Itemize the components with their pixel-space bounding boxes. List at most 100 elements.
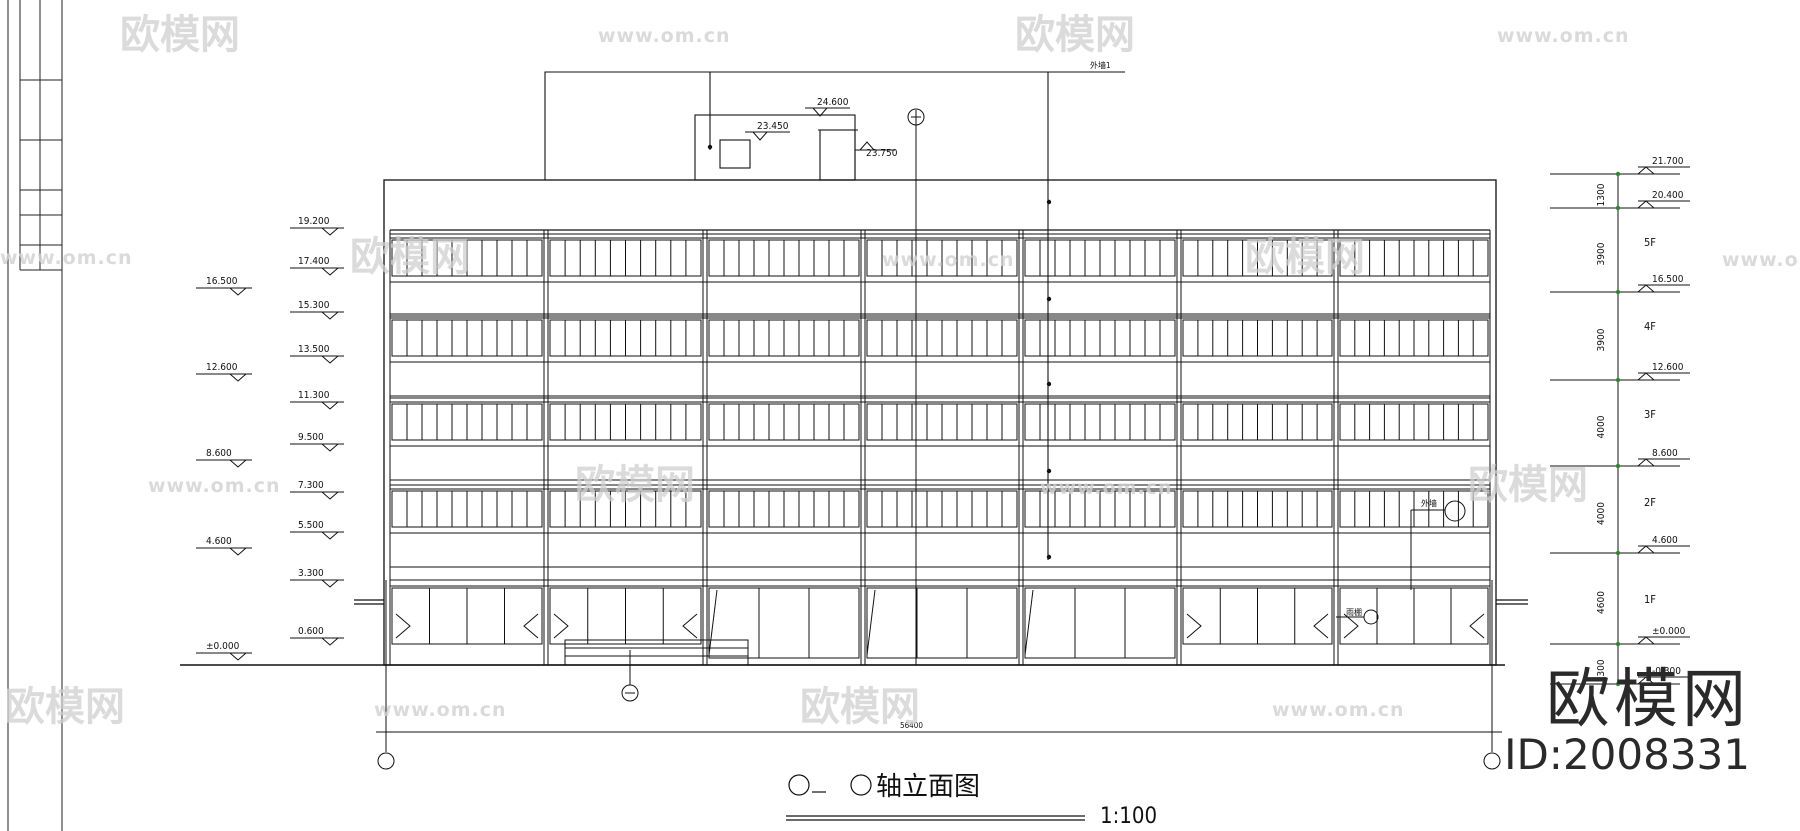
watermark-url: www.om.cn: [1272, 699, 1405, 721]
dimension-label: 4000: [1596, 502, 1607, 525]
drainpipe-marker: [1046, 381, 1052, 387]
left-level-outer: 8.600: [196, 448, 252, 468]
watermark-brand: 欧模网: [575, 462, 695, 508]
floor-label: 4F: [1644, 320, 1656, 333]
level-label: 11.300: [298, 390, 330, 401]
title-block-strip: [7, 0, 63, 831]
dimension-label: 4600: [1596, 591, 1607, 614]
watermark-url: www.om.cn: [1722, 249, 1800, 271]
level-label: 8.600: [206, 448, 232, 459]
door-swing-mark: [523, 613, 539, 639]
level-triangle: [1637, 200, 1655, 209]
left-level-inner: 7.300: [290, 480, 344, 500]
total-dimension: 56400: [900, 721, 923, 730]
brand-logo-text: 欧模网: [1546, 663, 1750, 737]
facade-grid: [389, 144, 1491, 666]
level-triangle: [321, 443, 339, 452]
watermark-url: www.om.cn: [1497, 25, 1630, 47]
watermark-url: www.om.cn: [0, 247, 133, 269]
left-level-outer: ±0.000: [196, 641, 252, 661]
floor-label: 1F: [1644, 593, 1656, 606]
dimension-tick: [1615, 171, 1621, 177]
left-level-inner: 3.300: [290, 568, 344, 588]
level-label: 0.600: [298, 626, 324, 637]
left-level-column-inner: 19.20017.40015.30013.50011.3009.5007.300…: [290, 216, 344, 646]
level-stair-roof: 23.450: [757, 121, 789, 132]
drainpipe-marker: [1046, 554, 1052, 560]
level-label: 17.400: [298, 256, 330, 267]
level-label: 4.600: [206, 536, 232, 547]
drainpipe-marker: [1046, 468, 1052, 474]
drawing-scale: 1:100: [1100, 804, 1157, 829]
floor-label: 3F: [1644, 408, 1656, 421]
dimension-label: 3900: [1596, 328, 1607, 351]
left-level-inner: 11.300: [290, 390, 344, 410]
right-level-column: 21.70020.40016.50012.6008.6004.600±0.000…: [1550, 156, 1690, 687]
left-level-inner: 5.500: [290, 520, 344, 540]
left-level-inner: 15.300: [290, 300, 344, 320]
dimension-label: 3900: [1596, 242, 1607, 265]
level-label: 16.500: [206, 276, 238, 287]
watermark-brand: 欧模网: [1468, 462, 1588, 508]
dimension-tick: [1615, 681, 1621, 687]
drawing-title: 轴立面图: [876, 772, 980, 802]
left-level-column-outer: 16.500 12.600 8.600 4.600 ±0.000: [196, 276, 252, 661]
level-label: 7.300: [298, 480, 324, 491]
watermark-brand: 欧模网: [1015, 12, 1135, 58]
entrance-frame: [708, 587, 860, 659]
watermark-url: www.om.cn: [598, 25, 731, 47]
level-label: 16.500: [1652, 274, 1684, 285]
canopy-slope: [708, 589, 718, 656]
level-triangle: [321, 491, 339, 500]
level-triangle: [1637, 458, 1655, 467]
level-label: ±0.000: [1652, 626, 1686, 637]
drawing-title-markers: [786, 774, 1085, 821]
entrance-steps: [564, 639, 749, 666]
level-triangle: [1637, 545, 1655, 554]
callout-canopy: 雨棚: [1346, 607, 1362, 617]
canopy-slope: [866, 589, 876, 656]
entrance-frame: [866, 587, 1018, 659]
level-triangle: [321, 267, 339, 276]
door-swing-mark: [682, 613, 698, 639]
level-triangle: [321, 531, 339, 540]
level-label: 12.600: [206, 362, 238, 373]
dimension-tick: [1615, 377, 1621, 383]
dimension-tick: [1615, 289, 1621, 295]
level-label: 20.400: [1652, 190, 1684, 201]
level-tank-roof: 23.750: [866, 148, 898, 159]
watermark-url: www.om.cn: [882, 249, 1015, 271]
level-triangle: [321, 355, 339, 364]
level-label: 4.600: [1652, 535, 1678, 546]
building-outline: [354, 179, 1528, 666]
left-level-inner: 13.500: [290, 344, 344, 364]
level-label: -0.300: [1652, 666, 1681, 677]
level-triangle: [229, 287, 247, 296]
level-triangle: [229, 652, 247, 661]
canopy-slope: [1024, 589, 1034, 656]
watermark-brand: 欧模网: [120, 12, 240, 58]
door-swing-mark: [1343, 613, 1359, 639]
watermark-url: www.om.cn: [148, 475, 281, 497]
callout-top: 外墙1: [1090, 60, 1111, 70]
entrance-frame: [1024, 587, 1176, 659]
door-swing-mark: [1313, 613, 1329, 639]
level-triangle: [321, 401, 339, 410]
level-triangle: [321, 579, 339, 588]
level-triangle: [321, 227, 339, 236]
level-label: ±0.000: [206, 641, 240, 652]
watermark-brand: 欧模网: [350, 234, 470, 280]
level-triangle: [1637, 284, 1655, 293]
level-parapet-top: 24.600: [817, 97, 849, 108]
floor-label: 2F: [1644, 496, 1656, 509]
left-level-inner: 17.400: [290, 256, 344, 276]
floor-label: 5F: [1644, 236, 1656, 249]
drainpipe-marker: [1046, 296, 1052, 302]
drainpipe-marker: [1046, 199, 1052, 205]
roof-level-markers: [745, 107, 895, 151]
door-swing-mark: [1186, 613, 1202, 639]
level-triangle: [229, 459, 247, 468]
level-label: 13.500: [298, 344, 330, 355]
